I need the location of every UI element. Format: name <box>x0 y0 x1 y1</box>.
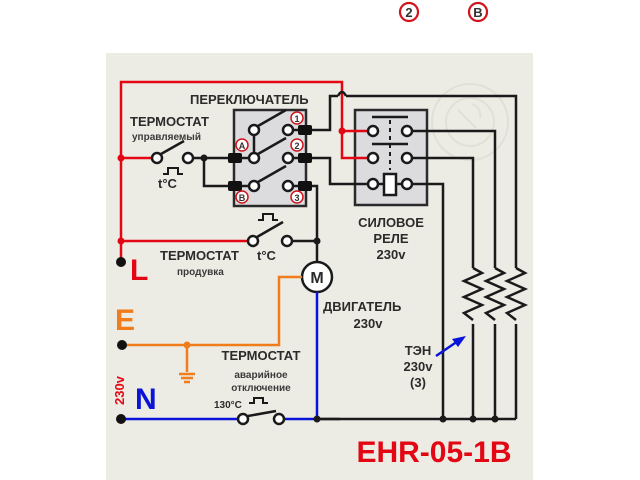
switch-contacts <box>247 108 295 193</box>
motor-voltage: 230v <box>354 316 384 331</box>
thermostat-blow-temp: t°C <box>257 248 277 263</box>
switch-input-a: A <box>235 138 249 152</box>
control-junctions <box>200 154 499 423</box>
model-label: EHR-05-1B <box>356 436 511 469</box>
badge-b: B <box>467 1 489 23</box>
heater-pointer-arrow-icon <box>435 336 466 358</box>
svg-text:A: A <box>239 141 246 151</box>
switch-title: ПЕРЕКЛЮЧАТЕЛЬ <box>190 92 309 107</box>
svg-text:3: 3 <box>294 193 299 203</box>
relay-voltage: 230v <box>377 247 407 262</box>
terminal-n-label: N <box>135 383 157 416</box>
badge-2-label: 2 <box>405 5 412 20</box>
terminal-e-label: E <box>115 304 135 337</box>
thermostat-emergency-subtitle-2: отключение <box>231 383 291 394</box>
thermostat-blow-subtitle: продувка <box>177 267 224 278</box>
supply-voltage-label: 230v <box>112 375 127 405</box>
terminal-n-dot <box>116 414 126 424</box>
motor-icon: M <box>300 260 334 294</box>
terminal-e-dot <box>117 340 127 350</box>
thermostat-controlled-title: ТЕРМОСТАТ <box>130 114 209 129</box>
heater-count: (3) <box>410 375 426 390</box>
terminal-l-label: L <box>130 254 148 287</box>
relay-title-1: СИЛОВОЕ <box>358 215 424 230</box>
thermostat-blow-switch <box>246 213 294 248</box>
phase-junctions <box>117 127 346 245</box>
svg-text:1: 1 <box>294 114 299 124</box>
thermostat-controlled-temp: t°C <box>158 176 178 191</box>
thermostat-emergency-switch <box>236 397 286 426</box>
earth-wires <box>122 275 302 384</box>
svg-text:B: B <box>239 193 246 203</box>
badge-2: 2 <box>398 1 420 23</box>
heater-2 <box>482 266 508 321</box>
svg-text:2: 2 <box>294 141 299 151</box>
heater-3 <box>503 266 529 321</box>
switch-input-b: B <box>235 190 249 204</box>
thermostat-controlled-subtitle: управляемый <box>132 132 201 143</box>
thermostat-controlled-switch <box>150 139 195 175</box>
thermostat-emergency-temp: 130°C <box>214 400 242 411</box>
earth-junction <box>183 341 191 349</box>
motor-symbol: M <box>310 270 323 287</box>
switch-connectors <box>228 125 312 191</box>
watermark-gear-icon <box>431 83 509 161</box>
heater-1 <box>460 266 486 321</box>
badge-b-label: B <box>473 5 482 20</box>
relay-contacts <box>366 115 414 197</box>
switch-output-1: 1 <box>290 111 304 125</box>
motor-title: ДВИГАТЕЛЬ <box>323 299 401 314</box>
thermostat-emergency-title: ТЕРМОСТАТ <box>222 348 301 363</box>
heater-title: ТЭН <box>405 343 432 358</box>
terminal-l-dot <box>116 257 126 267</box>
neutral-junction <box>313 415 321 423</box>
heater-voltage: 230v <box>404 359 434 374</box>
heater-elements <box>460 266 529 324</box>
switch-output-3: 3 <box>290 190 304 204</box>
thermostat-blow-title: ТЕРМОСТАТ <box>160 248 239 263</box>
relay-title-2: РЕЛЕ <box>373 231 408 246</box>
thermostat-emergency-subtitle-1: аварийное <box>234 370 288 381</box>
switch-output-2: 2 <box>290 138 304 152</box>
